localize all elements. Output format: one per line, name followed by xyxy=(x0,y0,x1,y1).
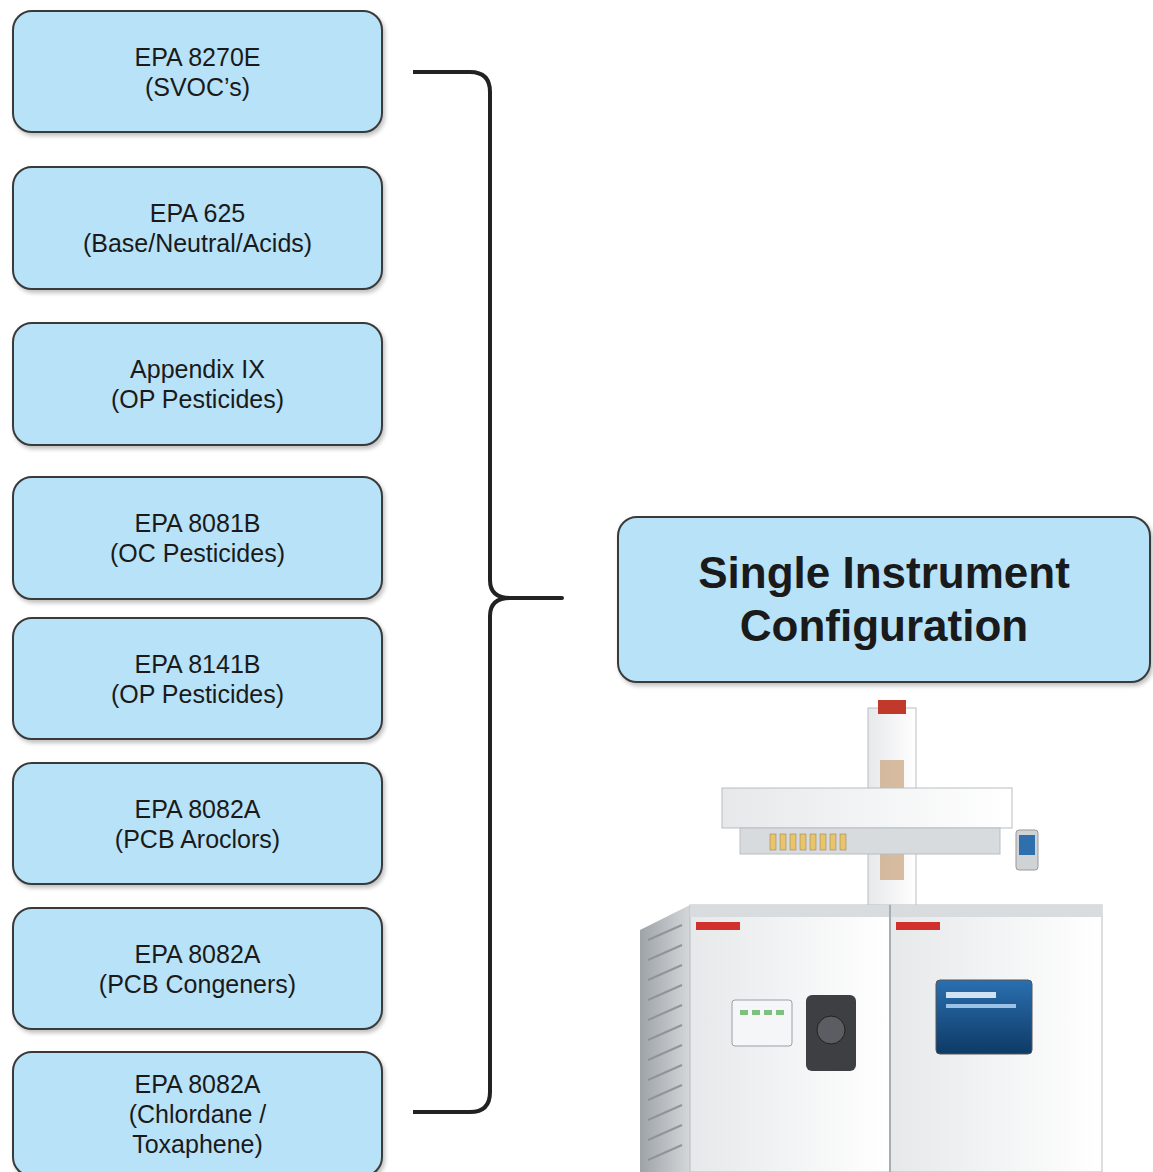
method-box: EPA 8082A(PCB Congeners) xyxy=(12,907,383,1030)
curly-bracket xyxy=(413,72,562,1112)
method-box: EPA 8270E(SVOC’s) xyxy=(12,10,383,133)
method-box: EPA 8082A(Chlordane / Toxaphene) xyxy=(12,1051,383,1172)
node-subtitle: (Base/Neutral/Acids) xyxy=(83,228,312,258)
node-title: EPA 625 xyxy=(150,198,245,228)
node-title: EPA 8141B xyxy=(134,649,260,679)
node-subtitle: (OC Pesticides) xyxy=(110,538,285,568)
method-box: EPA 8082A(PCB Aroclors) xyxy=(12,762,383,885)
node-title: EPA 8081B xyxy=(134,508,260,538)
node-subtitle: (PCB Aroclors) xyxy=(115,824,280,854)
method-box: EPA 625(Base/Neutral/Acids) xyxy=(12,166,383,290)
node-title: EPA 8082A xyxy=(134,1069,260,1099)
method-box: Appendix IX(OP Pesticides) xyxy=(12,322,383,446)
gas-chromatograph xyxy=(890,905,1102,1172)
node-subtitle: (SVOC’s) xyxy=(145,72,250,102)
node-title: Appendix IX xyxy=(130,354,265,384)
autosampler xyxy=(722,700,1038,908)
node-title: EPA 8270E xyxy=(134,42,260,72)
node-subtitle: (OP Pesticides) xyxy=(111,384,284,414)
mass-spectrometer xyxy=(640,905,890,1172)
method-box: EPA 8081B(OC Pesticides) xyxy=(12,476,383,600)
node-subtitle: (OP Pesticides) xyxy=(111,679,284,709)
node-title: Single Instrument Configuration xyxy=(654,547,1114,653)
node-subtitle: (Chlordane / Toxaphene) xyxy=(110,1099,285,1159)
result-box: Single Instrument Configuration xyxy=(617,516,1151,683)
node-title: EPA 8082A xyxy=(134,794,260,824)
node-subtitle: (PCB Congeners) xyxy=(99,969,296,999)
method-box: EPA 8141B(OP Pesticides) xyxy=(12,617,383,740)
node-title: EPA 8082A xyxy=(134,939,260,969)
